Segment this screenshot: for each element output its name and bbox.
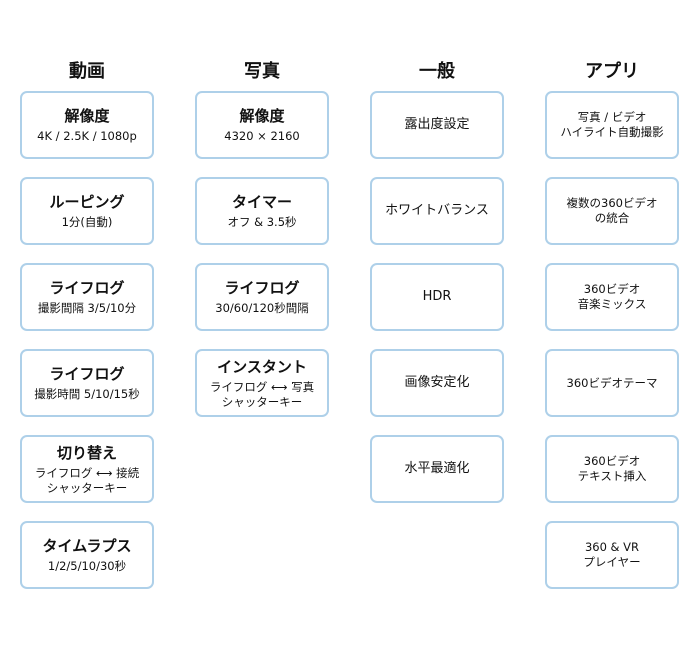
feature-detail: 1/2/5/10/30秒 (47, 559, 127, 573)
feature-label: ホワイトバランス (385, 203, 489, 218)
feature-label: 画像安定化 (404, 375, 470, 390)
feature-card: タイマーオフ & 3.5秒 (195, 177, 329, 245)
feature-card: ライフログ 30/60/120秒間隔 (195, 263, 329, 331)
feature-label: 360 & VR プレイヤー (583, 540, 641, 569)
feature-detail: 撮影間隔 3/5/10分 (37, 301, 137, 315)
feature-card: 360ビデオ 音楽ミックス (545, 263, 679, 331)
feature-detail: 4K / 2.5K / 1080p (37, 129, 137, 143)
feature-card: 写真 / ビデオ ハイライト自動撮影 (545, 91, 679, 159)
feature-card: 360 & VR プレイヤー (545, 521, 679, 589)
feature-title: 切り替え (56, 443, 117, 462)
feature-title: ライフログ (49, 279, 125, 297)
feature-title: 解像度 (64, 107, 110, 125)
feature-card: 解像度 4320 × 2160 (195, 91, 329, 159)
feature-card: 露出度設定 (370, 91, 504, 159)
feature-detail: 30/60/120秒間隔 (215, 301, 309, 315)
feature-title: ライフログ (49, 365, 125, 383)
feature-title: タイマー (231, 193, 292, 211)
column-heading: アプリ (585, 61, 639, 82)
column-heading: 一般 (419, 61, 455, 82)
feature-label: 360ビデオテーマ (566, 375, 658, 390)
feature-detail: 撮影時間 5/10/15秒 (34, 387, 140, 401)
feature-card: HDR (370, 263, 504, 331)
feature-card: 360ビデオテーマ (545, 349, 679, 417)
feature-card: ライフログ撮影間隔 3/5/10分 (20, 263, 154, 331)
feature-card: タイムラプス 1/2/5/10/30秒 (20, 521, 154, 589)
feature-card: 切り替えライフログ ⟷ 接続 シャッターキー (20, 435, 154, 503)
feature-detail: ライフログ ⟷ 写真 シャッターキー (209, 379, 315, 409)
feature-card: 画像安定化 (370, 349, 504, 417)
feature-title: タイムラプス (42, 537, 132, 555)
feature-label: 複数の360ビデオ の統合 (566, 196, 658, 225)
feature-card: インスタントライフログ ⟷ 写真 シャッターキー (195, 349, 329, 417)
feature-card: 360ビデオ テキスト挿入 (545, 435, 679, 503)
feature-card: 複数の360ビデオ の統合 (545, 177, 679, 245)
feature-detail: 4320 × 2160 (224, 129, 300, 143)
feature-title: ライフログ (224, 279, 300, 297)
feature-card: ライフログ撮影時間 5/10/15秒 (20, 349, 154, 417)
feature-label: HDR (422, 289, 452, 304)
feature-title: 解像度 (239, 107, 285, 125)
feature-title: ルーピング (49, 193, 125, 211)
feature-card: 水平最適化 (370, 435, 504, 503)
feature-title: インスタント (217, 357, 307, 376)
feature-detail: オフ & 3.5秒 (227, 215, 297, 229)
feature-label: 露出度設定 (404, 117, 470, 132)
feature-label: 360ビデオ 音楽ミックス (577, 282, 647, 311)
feature-detail: ライフログ ⟷ 接続 シャッターキー (34, 465, 140, 495)
feature-label: 水平最適化 (404, 461, 470, 476)
column-heading: 写真 (244, 61, 280, 82)
feature-card: ルーピング 1分(自動) (20, 177, 154, 245)
column-heading: 動画 (69, 61, 105, 82)
feature-label: 写真 / ビデオ ハイライト自動撮影 (560, 110, 664, 139)
feature-card: ホワイトバランス (370, 177, 504, 245)
feature-label: 360ビデオ テキスト挿入 (577, 454, 647, 483)
feature-card: 解像度 4K / 2.5K / 1080p (20, 91, 154, 159)
feature-detail: 1分(自動) (61, 215, 113, 229)
